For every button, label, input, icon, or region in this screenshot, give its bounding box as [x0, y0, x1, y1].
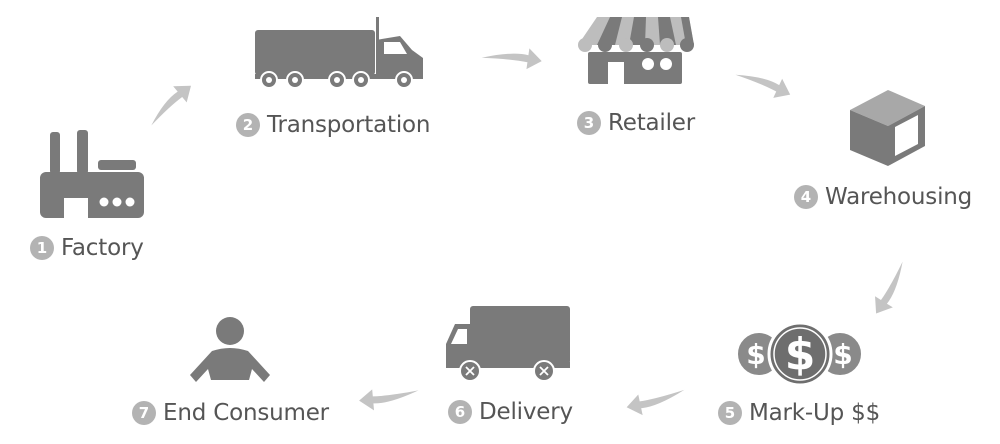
- arrow-factory-to-transportation: [151, 85, 191, 126]
- step-number-badge: 1: [30, 236, 54, 260]
- delivery-van-icon: [446, 306, 570, 382]
- step-number-badge: 6: [448, 400, 472, 424]
- arrow-delivery-to-consumer: [359, 389, 419, 411]
- step-warehousing-label: 4 Warehousing: [794, 184, 972, 210]
- step-label-text: Mark-Up $$: [749, 400, 881, 426]
- truck-icon: [255, 17, 423, 79]
- step-delivery-label: 6 Delivery: [448, 399, 573, 425]
- coin-left-symbol: $: [746, 338, 765, 371]
- coin-center-symbol: $: [785, 329, 816, 380]
- factory-icon: [40, 130, 144, 220]
- step-end-consumer-label: 7 End Consumer: [132, 400, 329, 426]
- step-label-text: Warehousing: [825, 184, 973, 210]
- delivery-van-wheel-marks: [465, 366, 549, 376]
- arrow-warehousing-to-markup: [875, 261, 903, 314]
- arrow-markup-to-delivery: [626, 389, 685, 416]
- step-factory-label: 1 Factory: [30, 235, 144, 261]
- storefront-icon: [578, 17, 694, 84]
- arrow-retailer-to-warehousing: [735, 74, 791, 98]
- step-label-text: End Consumer: [163, 400, 329, 426]
- step-transportation-label: 2 Transportation: [236, 112, 430, 138]
- step-label-text: Retailer: [608, 110, 695, 136]
- step-number-badge: 3: [577, 111, 601, 135]
- step-label-text: Factory: [61, 235, 144, 261]
- step-label-text: Delivery: [479, 399, 573, 425]
- coin-right-symbol: $: [833, 338, 852, 371]
- step-label-text: Transportation: [267, 112, 431, 138]
- flow-arrows: [151, 48, 903, 416]
- step-markup-label: 5 Mark-Up $$: [718, 400, 880, 426]
- step-number-badge: 4: [794, 185, 818, 209]
- truck-wheels: [260, 71, 413, 89]
- step-number-badge: 7: [132, 401, 156, 425]
- step-number-badge: 2: [236, 113, 260, 137]
- box-icon: [850, 90, 925, 166]
- step-retailer-label: 3 Retailer: [577, 110, 695, 136]
- dollar-coins-icon: $ $ $: [736, 321, 863, 387]
- arrow-transportation-to-retailer: [481, 48, 542, 70]
- person-icon: [190, 317, 270, 382]
- step-number-badge: 5: [718, 401, 742, 425]
